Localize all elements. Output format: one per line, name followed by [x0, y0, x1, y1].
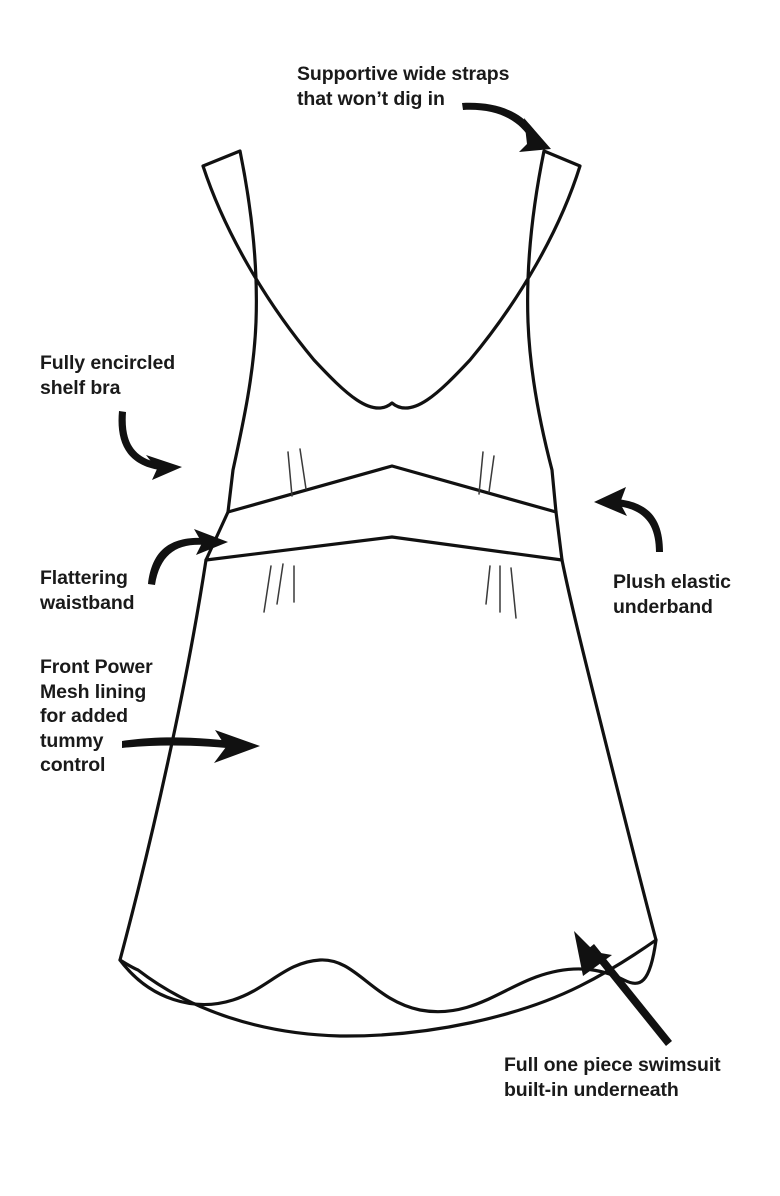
callout-power-mesh: Front Power Mesh lining for added tummy … [40, 656, 153, 776]
callout-supportive-straps: Supportive wide straps that won’t dig in [297, 63, 510, 110]
gather-line [488, 455, 495, 493]
arrow-power-mesh [122, 730, 260, 763]
callout-one-piece-swimsuit: Full one piece swimsuit built-in underne… [504, 1054, 721, 1101]
callout-shelf-bra: Fully encircled shelf bra [40, 352, 176, 399]
arrow-plush-underband [594, 487, 663, 552]
gather-stitch-lines [263, 448, 517, 619]
gather-line [485, 565, 491, 605]
gather-line [478, 451, 484, 495]
arrow-shelf-bra [118, 411, 182, 480]
gather-line [510, 567, 517, 619]
waistband-lower-edge [204, 535, 564, 562]
gather-line [299, 448, 307, 490]
gather-line [276, 563, 284, 605]
arrow-one-piece-swimsuit [574, 931, 672, 1046]
gather-line [287, 451, 293, 497]
skirt-wavy-hem [118, 938, 658, 1014]
callout-flattering-waistband: Flattering waistband [40, 567, 135, 614]
callout-plush-underband: Plush elastic underband [613, 571, 731, 618]
gather-line [263, 565, 272, 613]
arrow-flattering-waistband [148, 529, 228, 585]
waistband-upper-edge [226, 464, 558, 514]
dress-body-outline [118, 149, 658, 1038]
arrow-supportive-straps [462, 102, 551, 152]
